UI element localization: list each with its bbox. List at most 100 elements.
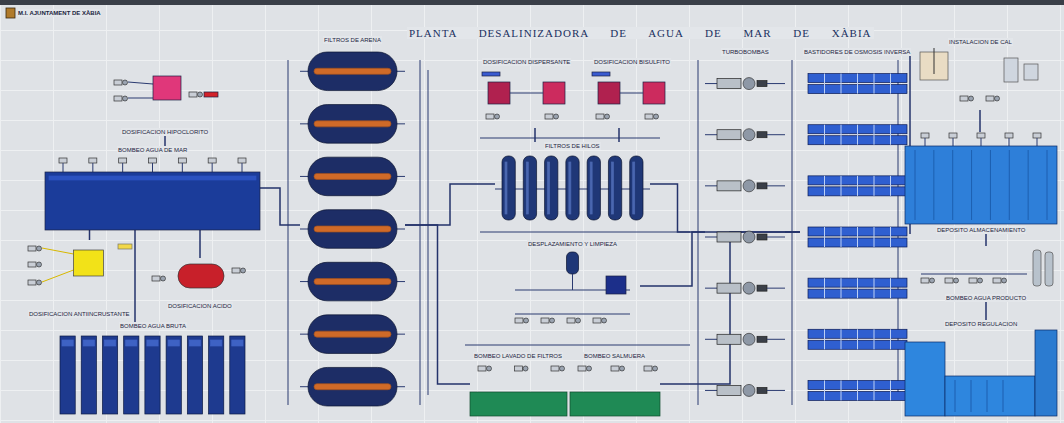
pipe-line [397,229,405,230]
equipment-part [189,92,197,97]
pipe-line [767,339,785,340]
pump-symbol [978,278,983,283]
equipment-label: BOMBEO AGUA PRODUCTO [945,294,1027,302]
equipment-label: DEPOSITO ALMACENAMIENTO [936,226,1026,234]
pump-symbol [620,366,625,371]
backwash-pumps: BOMBEO LAVADO DE FILTROS [470,352,567,416]
equipment-part [308,105,397,144]
equipment-label: DOSIFICACION DISPERSANTE [482,58,571,66]
pipe-line [841,227,842,247]
pipe-line [212,163,213,172]
pipe-line [122,163,123,172]
equipment-part [308,157,397,196]
equipment-part [606,276,626,294]
pipe-line [841,278,842,298]
pipe-line [874,278,875,298]
equipment-part [541,318,549,323]
equipment-part [478,366,486,371]
equipment-part [515,366,523,371]
equipment-part [993,278,1001,283]
pipe-line [510,93,543,94]
equipment-part [596,114,604,119]
equipment-label: DESPLAZAMIENTO Y LIMPIEZA [527,240,618,248]
equipment-part [126,340,137,346]
lime-plant: INSTALACION DE CAL [910,38,1050,110]
equipment-part [189,340,200,346]
equipment-part [187,336,202,414]
equipment-part [83,340,94,346]
equipment-part [81,336,96,414]
pipe-line [300,386,308,387]
pipe-connector [640,232,800,286]
equipment-drawing [800,58,915,416]
pump-symbol [198,92,203,97]
pipe-connector [199,230,201,258]
pipe-line [128,98,153,99]
pipe-line [1028,150,1029,220]
equipment-part [314,226,391,232]
equipment-part [569,162,571,214]
pipe-line [857,380,858,400]
pump-symbol [743,231,755,243]
pipe-connector [979,110,981,132]
pipe-line [971,150,972,220]
pipe-line [397,334,405,335]
equipment-part [523,156,536,220]
equipment-part [1033,250,1041,286]
pipe-line [874,380,875,400]
pump-symbol [495,114,500,119]
pipe-line [874,125,875,145]
equipment-part [28,246,36,251]
equipment-drawing [25,240,134,308]
equipment-part [593,318,601,323]
equipment-part [1004,58,1018,82]
equipment-drawing [470,362,567,416]
pipe-line [824,329,825,349]
pipe-line [397,281,405,282]
equipment-drawing [150,258,250,300]
equipment-part [145,336,160,414]
pipe-connector [405,225,470,384]
product-pumps: BOMBEO AGUA PRODUCTO [915,246,1057,302]
pump-symbol [743,282,755,294]
equipment-drawing [588,68,675,128]
pipe-line [874,227,875,247]
equipment-part [570,392,660,416]
pump-symbol [123,80,128,85]
equipment-part [168,340,179,346]
equipment-part [515,318,523,323]
pipe-connector [660,232,800,384]
pipe-line [705,390,717,391]
pipe-line [915,150,916,220]
equipment-label: FILTROS DE ARENA [323,36,382,44]
equipment-part [49,176,256,180]
pipe-line [767,83,785,84]
pipe-connector [260,188,300,225]
pipe-line [767,237,785,238]
equipment-part [567,252,579,274]
pipe-line [515,314,630,315]
equipment-part [166,336,181,414]
equipment-part [102,336,117,414]
pipe-connector [134,230,136,322]
pipe-line [971,380,972,412]
pipe-line [890,227,891,247]
pipe-line [857,176,858,196]
pipe-line [397,123,405,124]
town-crest [6,8,15,18]
equipment-part [308,52,397,91]
pipe-line [857,125,858,145]
equipment-part [314,68,391,74]
equipment-drawing [505,250,640,332]
equipment-part [905,146,1057,224]
pipe-line [890,125,891,145]
equipment-part [986,96,994,101]
equipment-part [209,336,224,414]
council-name: M.I. AJUNTAMENT DE XÀBIA [18,9,101,17]
pipe-line [300,176,308,177]
pipe-line [300,229,308,230]
equipment-part [488,82,510,104]
equipment-drawing [478,68,575,128]
pipe-line [824,278,825,298]
